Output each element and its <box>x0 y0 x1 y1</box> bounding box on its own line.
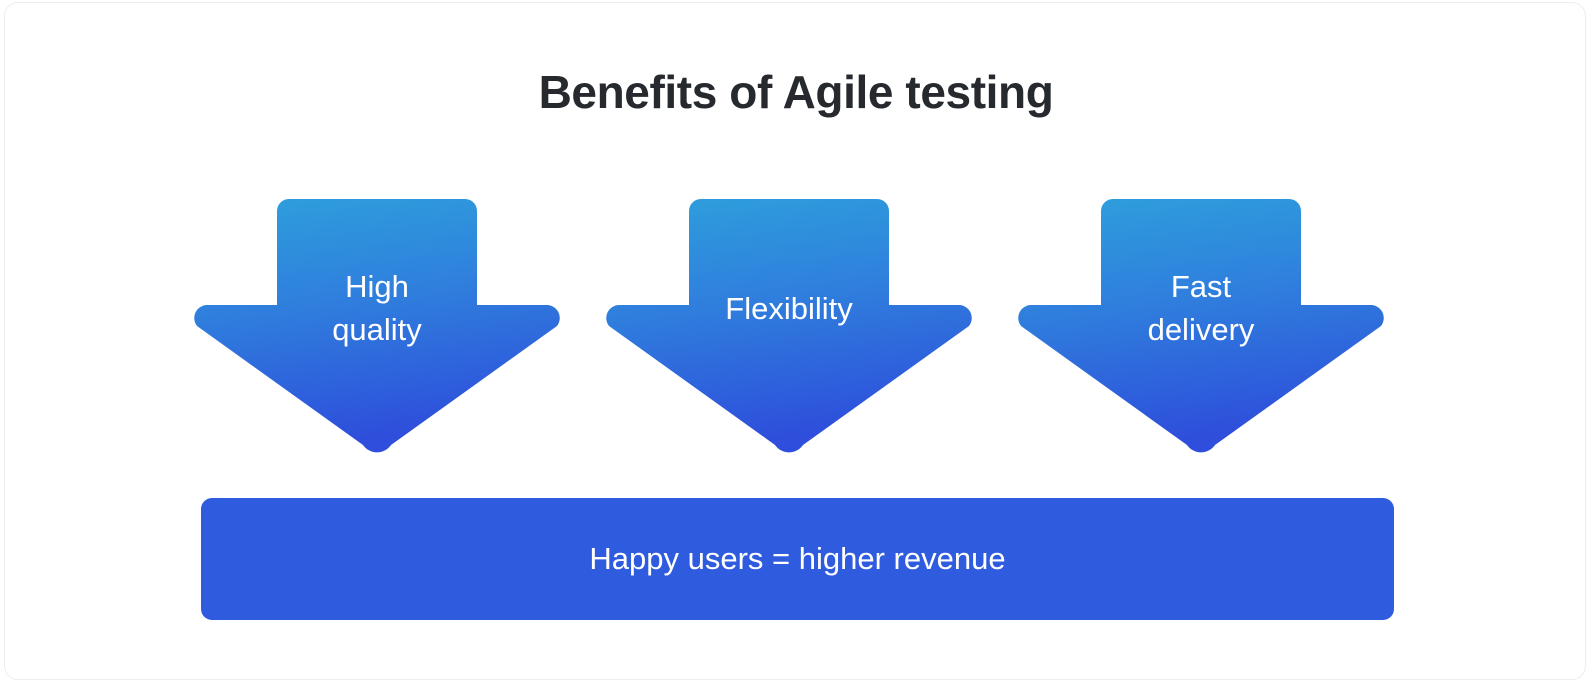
outcome-banner[interactable]: Happy users = higher revenue <box>201 498 1394 620</box>
benefit-arrow-high-quality[interactable]: High quality <box>193 189 561 457</box>
down-arrow-icon <box>606 199 972 453</box>
benefit-arrow-label: High quality <box>332 269 422 347</box>
down-arrow-icon <box>1018 199 1384 453</box>
benefit-arrow-label: Flexibility <box>725 291 853 326</box>
benefits-diagram: Benefits of Agile testing High quality <box>5 3 1585 679</box>
benefit-arrow-label: Fast delivery <box>1147 269 1255 347</box>
down-arrow-icon <box>194 199 560 453</box>
arrow-row: High quality Flexibility <box>5 189 1585 459</box>
outcome-banner-label: Happy users = higher revenue <box>589 541 1006 577</box>
page-title: Benefits of Agile testing <box>538 66 1054 118</box>
benefit-arrow-fast-delivery[interactable]: Fast delivery <box>1017 189 1385 457</box>
benefit-arrow-flexibility[interactable]: Flexibility <box>605 189 973 457</box>
diagram-card: Benefits of Agile testing High quality <box>4 2 1586 680</box>
